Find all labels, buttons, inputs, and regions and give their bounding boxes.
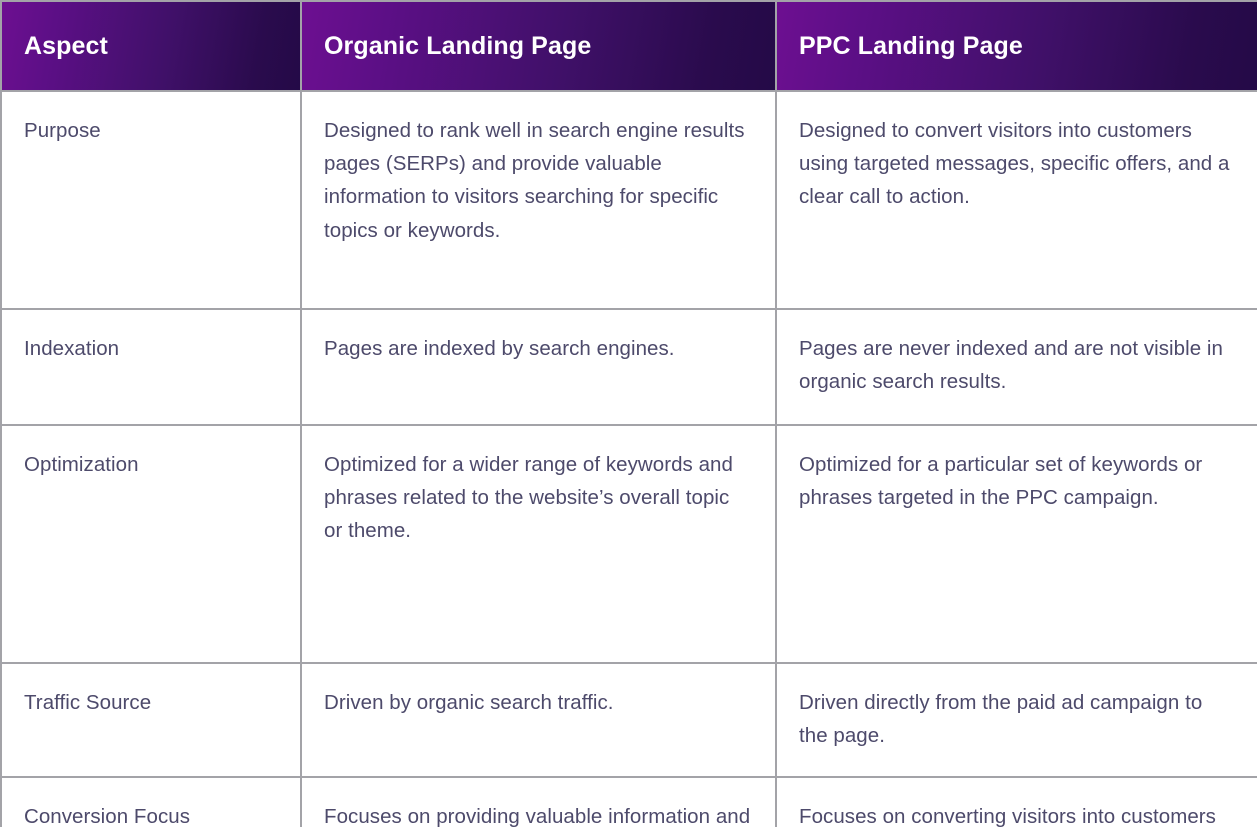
aspect-label: Indexation <box>24 337 120 360</box>
cell-aspect-conversion-focus: Conversion Focus <box>0 777 302 827</box>
ppc-description: Pages are never indexed and are not visi… <box>799 337 1223 394</box>
organic-description: Pages are indexed by search engines. <box>324 337 675 360</box>
organic-description: Focuses on providing valuable informatio… <box>324 805 751 827</box>
cell-organic-purpose: Designed to rank well in search engine r… <box>301 91 777 310</box>
column-header-ppc-landing-page: PPC Landing Page <box>776 0 1257 92</box>
cell-organic-conversion-focus: Focuses on providing valuable informatio… <box>301 777 777 827</box>
column-header-organic-landing-page: Organic Landing Page <box>301 0 777 92</box>
table-row: Purpose Designed to rank well in search … <box>0 91 1257 310</box>
cell-aspect-purpose: Purpose <box>0 91 302 310</box>
table-header-row: Aspect Organic Landing Page PPC Landing … <box>0 0 1257 92</box>
table-row: Indexation Pages are indexed by search e… <box>0 309 1257 426</box>
ppc-description: Designed to convert visitors into custom… <box>799 119 1230 209</box>
cell-organic-indexation: Pages are indexed by search engines. <box>301 309 777 426</box>
ppc-description: Optimized for a particular set of keywor… <box>799 453 1203 510</box>
aspect-label: Purpose <box>24 119 101 142</box>
aspect-label: Optimization <box>24 453 139 476</box>
cell-aspect-traffic-source: Traffic Source <box>0 663 302 779</box>
cell-organic-optimization: Optimized for a wider range of keywords … <box>301 425 777 664</box>
table-body: Purpose Designed to rank well in search … <box>0 91 1257 827</box>
column-header-aspect: Aspect <box>0 0 302 92</box>
table-row: Traffic Source Driven by organic search … <box>0 663 1257 779</box>
aspect-label: Traffic Source <box>24 691 152 714</box>
cell-organic-traffic-source: Driven by organic search traffic. <box>301 663 777 779</box>
cell-aspect-indexation: Indexation <box>0 309 302 426</box>
table-row: Conversion Focus Focuses on providing va… <box>0 777 1257 827</box>
organic-description: Optimized for a wider range of keywords … <box>324 453 733 543</box>
cell-ppc-conversion-focus: Focuses on converting visitors into cust… <box>776 777 1257 827</box>
ppc-description: Focuses on converting visitors into cust… <box>799 805 1216 827</box>
ppc-description: Driven directly from the paid ad campaig… <box>799 691 1203 748</box>
table-header: Aspect Organic Landing Page PPC Landing … <box>0 0 1257 92</box>
cell-ppc-optimization: Optimized for a particular set of keywor… <box>776 425 1257 664</box>
organic-description: Designed to rank well in search engine r… <box>324 119 745 242</box>
aspect-label: Conversion Focus <box>24 805 191 827</box>
cell-ppc-traffic-source: Driven directly from the paid ad campaig… <box>776 663 1257 779</box>
organic-description: Driven by organic search traffic. <box>324 691 614 714</box>
cell-ppc-indexation: Pages are never indexed and are not visi… <box>776 309 1257 426</box>
cell-aspect-optimization: Optimization <box>0 425 302 664</box>
cell-ppc-purpose: Designed to convert visitors into custom… <box>776 91 1257 310</box>
table-row: Optimization Optimized for a wider range… <box>0 425 1257 664</box>
